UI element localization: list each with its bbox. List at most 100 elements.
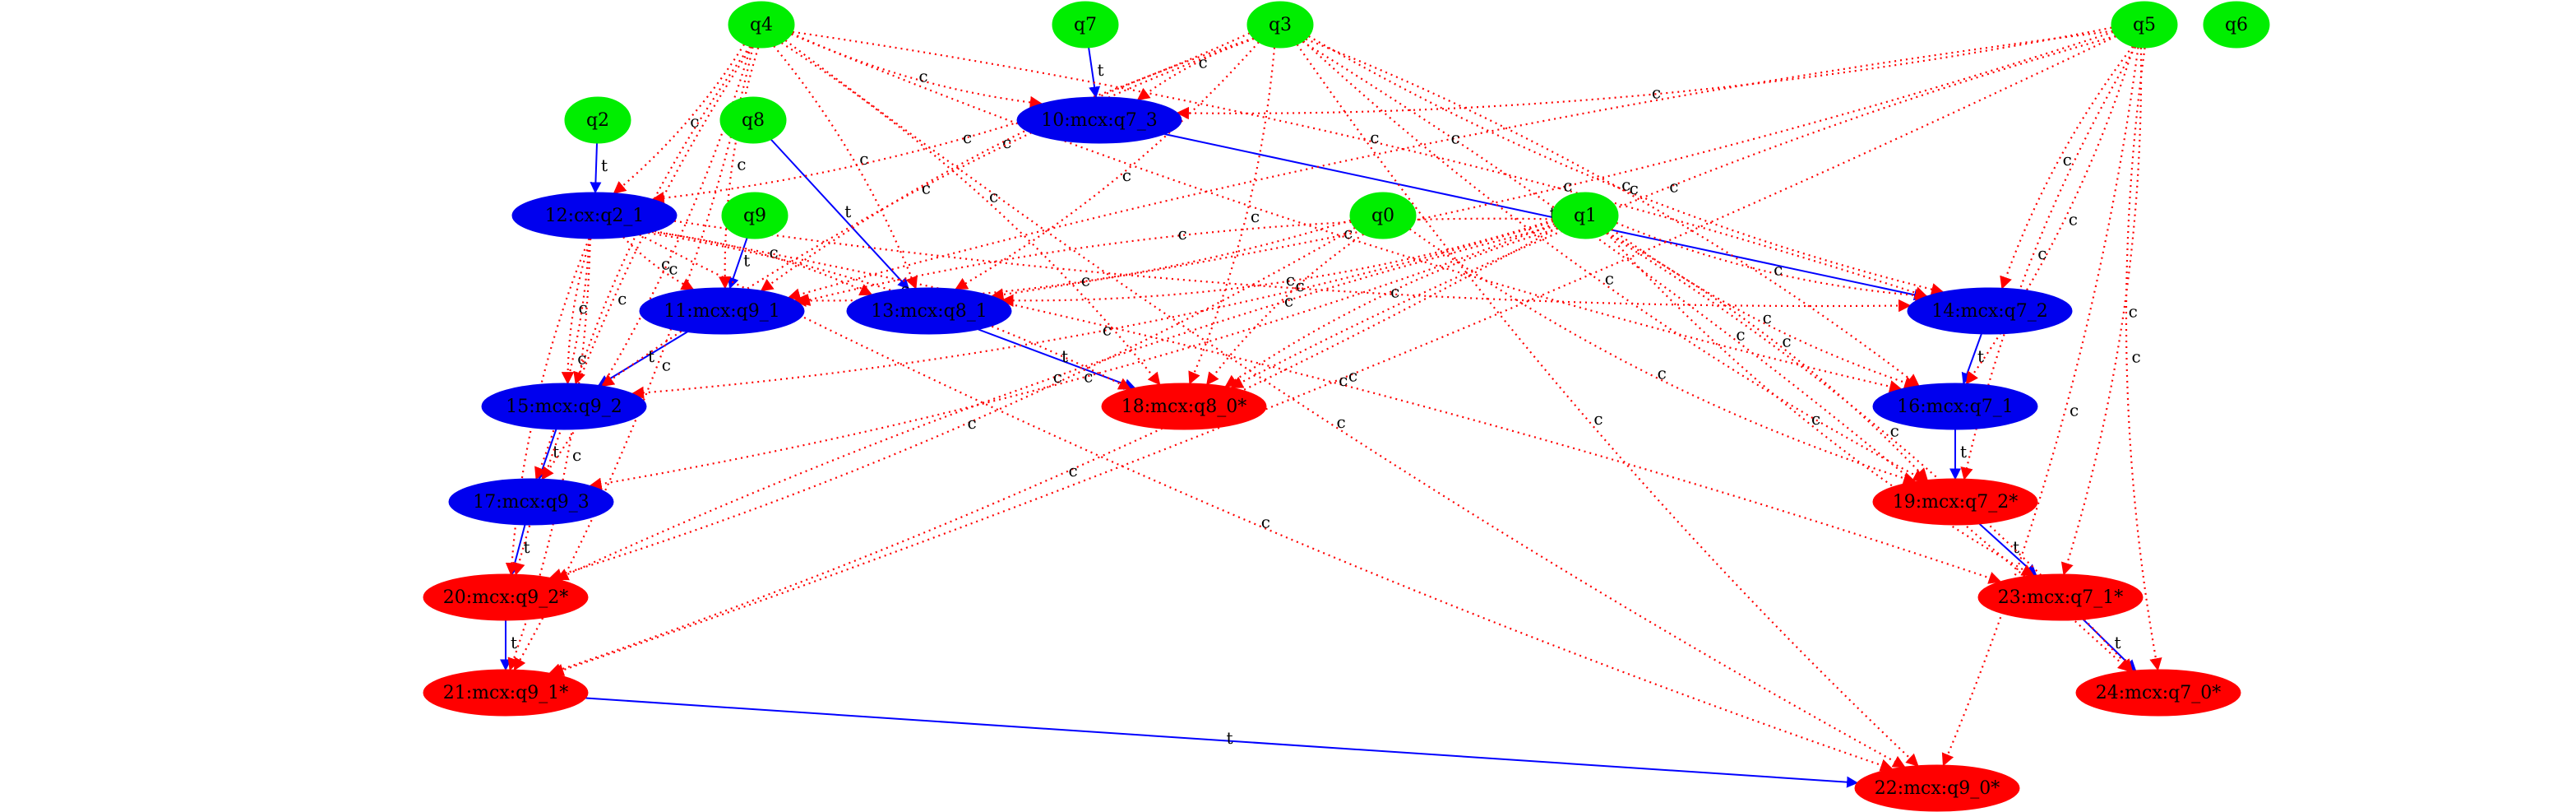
node-shape-n12: [511, 192, 678, 239]
node-label-n11: 11:mcx:q9_1: [664, 301, 780, 322]
node-shape-n24: [2075, 669, 2241, 717]
edge-label-n19-to-n23: t: [2013, 537, 2019, 557]
edge-label-q7-to-n10: t: [1098, 60, 1104, 80]
node-label-q4: q4: [750, 15, 773, 35]
edge-label-n15-to-n17: t: [553, 442, 559, 462]
edge-n14-to-n16: [1961, 333, 1982, 385]
node-shape-n22: [1854, 764, 2020, 812]
node-label-n14: 14:mcx:q7_2: [1931, 301, 2048, 322]
edge-label-n21-to-n22: t: [1227, 728, 1233, 748]
node-label-q1: q1: [1574, 206, 1597, 226]
edge-q1-to-n15: [631, 220, 1554, 400]
edge-q1-to-n17: [589, 223, 1556, 490]
edge-n12-to-n14: [673, 220, 1912, 313]
edge-label-q1-to-n24: c: [1890, 420, 1899, 440]
node-n16: 16:mcx:q7_1: [1872, 383, 2038, 430]
edge-n10-to-n14: [1164, 133, 1926, 301]
edge-label-q4-to-n18: c: [989, 186, 998, 206]
edge-q1-to-n11: [797, 217, 1553, 306]
node-shape-q3: [1246, 1, 1314, 49]
edge-q9-to-n11: [728, 237, 748, 290]
edge-q4-to-n21: [513, 46, 754, 671]
edge-n12-to-n22: [639, 234, 1894, 772]
node-shape-q2: [564, 96, 631, 144]
edge-label-q3-to-n11: c: [1002, 132, 1011, 152]
node-label-n19: 19:mcx:q7_2*: [1893, 492, 2019, 513]
node-n22: 22:mcx:q9_0*: [1854, 764, 2020, 812]
node-shape-q0: [1349, 192, 1417, 239]
edge-label-q8-to-n13: t: [844, 202, 851, 221]
edge-q3-to-n13: [955, 41, 1260, 290]
edge-label-n20-to-n21: t: [511, 633, 517, 652]
node-n21: 21:mcx:q9_1*: [423, 669, 589, 717]
edge-label-q3-to-n19: c: [1605, 268, 1614, 288]
edge-label-q5-to-n13: c: [1563, 176, 1572, 196]
edge-label-q1-to-n15: c: [1103, 319, 1112, 339]
node-q1: q1: [1552, 192, 1619, 239]
node-q3: q3: [1246, 1, 1314, 49]
edge-n13-to-n18: [978, 328, 1136, 390]
edge-label-q5-to-n10: c: [1652, 82, 1661, 102]
node-q2: q2: [564, 96, 631, 144]
edge-n12-to-n21: [507, 238, 591, 671]
node-n10: 10:mcx:q7_3: [1016, 96, 1182, 144]
edge-label-q5-to-n18: c: [1669, 177, 1678, 197]
edge-label-q3-to-n16: c: [1630, 179, 1639, 198]
node-label-q3: q3: [1269, 15, 1292, 35]
edge-label-n12-to-n23: c: [1339, 370, 1348, 390]
edge-label-q3-to-n10: c: [1199, 52, 1208, 72]
edge-label-q4-to-n14: c: [1370, 128, 1379, 147]
edge-q8-to-n13: [770, 138, 909, 290]
node-shape-q8: [719, 96, 787, 144]
node-label-q8: q8: [742, 110, 765, 131]
node-label-n22: 22:mcx:q9_0*: [1875, 778, 2000, 799]
edge-label-n12-to-n17: c: [577, 349, 586, 369]
node-shape-q1: [1552, 192, 1619, 239]
edge-q0-to-n11: [793, 219, 1352, 308]
node-label-q9: q9: [743, 206, 766, 226]
node-shape-n15: [481, 383, 647, 430]
node-shape-n18: [1101, 383, 1267, 430]
edge-label-q9-to-n11: t: [743, 251, 750, 271]
node-label-q0: q0: [1371, 206, 1394, 226]
edge-label-q3-to-n18: c: [1251, 206, 1260, 226]
edge-q5-to-n23: [2060, 47, 2143, 576]
edge-q4-to-n22: [784, 39, 1906, 768]
edge-q1-to-n14: [1616, 221, 1929, 302]
edge-q3-to-n12: [651, 32, 1251, 205]
edge-q3-to-n22: [1296, 44, 1919, 767]
node-shape-n14: [1907, 287, 2073, 335]
node-shape-n21: [423, 669, 589, 717]
node-n13: 13:mcx:q8_1: [846, 287, 1012, 335]
node-shape-q9: [721, 192, 789, 239]
edge-q3-to-n19: [1302, 40, 1926, 481]
edge-q1-to-n21: [548, 226, 1558, 676]
node-n24: 24:mcx:q7_0*: [2075, 669, 2241, 717]
edge-q7-to-n10: [1088, 47, 1101, 99]
edge-label-q1-to-n23: c: [1811, 409, 1820, 429]
node-n11: 11:mcx:q9_1: [639, 287, 805, 335]
edge-label-n12-to-n14: c: [1296, 276, 1305, 295]
node-shape-n19: [1872, 478, 2038, 526]
edge-q4-to-n11: [718, 47, 760, 290]
edge-label-q1-to-n16: c: [1763, 308, 1772, 327]
node-q8: q8: [719, 96, 787, 144]
edge-label-q1-to-n17: c: [1084, 366, 1093, 386]
node-label-n17: 17:mcx:q9_3: [473, 492, 590, 513]
edge-label-q0-to-n19: c: [1658, 364, 1667, 383]
edge-label-q4-to-n16: c: [1343, 223, 1353, 243]
node-shape-n16: [1872, 383, 2038, 430]
edge-label-n14-to-n16: t: [1977, 346, 1984, 366]
node-q7: q7: [1052, 1, 1119, 49]
edge-n12-to-n15: [561, 238, 592, 385]
node-label-n18: 18:mcx:q8_0*: [1122, 397, 1247, 417]
node-label-n16: 16:mcx:q7_1: [1897, 397, 2014, 417]
edge-label-q0-to-n20: c: [968, 413, 977, 433]
edge-q3-to-n18: [1188, 47, 1276, 385]
edge-n12-to-n13: [651, 230, 873, 296]
node-label-n23: 23:mcx:q7_1*: [1998, 587, 2124, 608]
edge-label-q4-to-n10: c: [918, 66, 927, 86]
node-label-n10: 10:mcx:q7_3: [1041, 110, 1158, 131]
edge-q4-to-n14: [792, 30, 1928, 299]
